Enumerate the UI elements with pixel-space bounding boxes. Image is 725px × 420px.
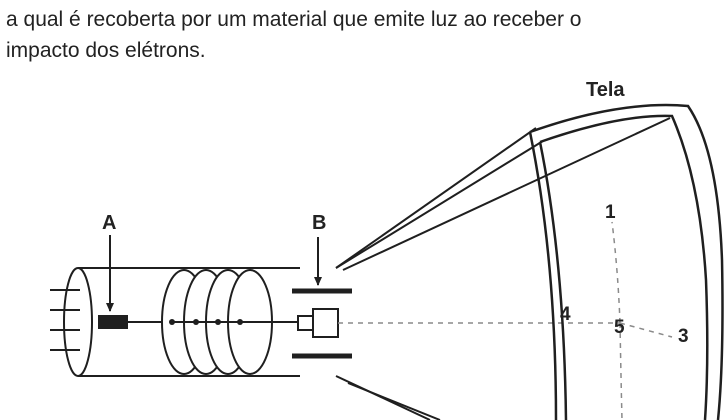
- label-b: B: [312, 212, 326, 234]
- screen: [528, 103, 724, 420]
- cathode: [98, 315, 128, 329]
- caption-line-1: a qual é recoberta por um material que e…: [6, 8, 582, 31]
- tube-funnel: [335, 117, 671, 420]
- anode: [297, 308, 339, 338]
- point-1-label: 1: [605, 202, 616, 223]
- label-a: A: [102, 212, 116, 234]
- point-5-label: 5: [614, 317, 625, 338]
- beam-path-1: [611, 221, 621, 324]
- beam-path-3: [619, 322, 673, 338]
- connector-pins: [50, 289, 80, 351]
- caption-line-2: impacto dos elétrons.: [6, 39, 206, 62]
- screen-label: Tela: [586, 79, 625, 101]
- point-4-label: 4: [560, 304, 571, 325]
- point-3-label: 3: [678, 326, 689, 347]
- deflection-plates: [292, 288, 352, 359]
- caption-text: a qual é recoberta por um material que e…: [6, 4, 725, 66]
- beam-path-lower: [619, 322, 623, 420]
